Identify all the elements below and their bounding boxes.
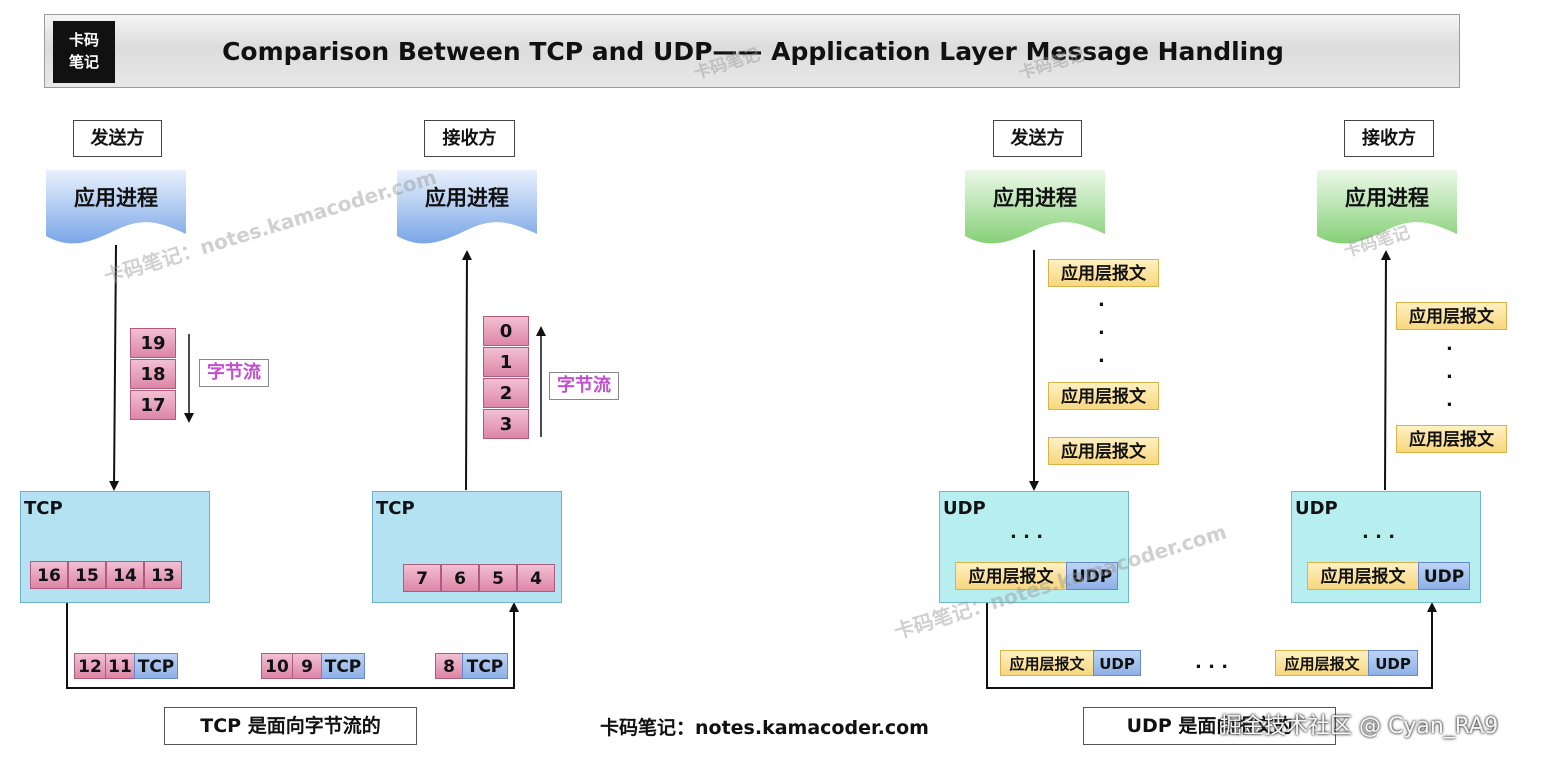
app-message: 应用层报文 bbox=[1275, 650, 1369, 676]
byte-cell: 3 bbox=[483, 409, 529, 439]
udp-receiver-box: UDP . . . 应用层报文 UDP bbox=[1291, 491, 1481, 603]
app-message: 应用层报文 bbox=[955, 562, 1067, 590]
byte-cell: 15 bbox=[68, 561, 106, 589]
ellipsis-dot: . bbox=[1098, 290, 1105, 311]
tcp-caption: TCP 是面向字节流的 bbox=[164, 707, 417, 745]
udp-sender-process: 应用进程 bbox=[965, 170, 1105, 250]
tcp-receiver-box: TCP 7 6 5 4 bbox=[372, 491, 562, 603]
udp-caption: UDP 是面向报文的 bbox=[1083, 707, 1336, 745]
byte-cell: 17 bbox=[130, 390, 176, 420]
udp-channel bbox=[986, 602, 1437, 689]
source-credit: 掘金技术社区 @ Cyan_RA9 bbox=[1220, 714, 1499, 739]
title-banner: Comparison Between TCP and UDP—— Applica… bbox=[44, 14, 1460, 88]
tcp-sender-box: TCP 16 15 14 13 bbox=[20, 491, 210, 603]
tcp-sender-process: 应用进程 bbox=[46, 170, 186, 250]
ellipsis-dot: . bbox=[1098, 318, 1105, 339]
ellipsis-dot: . bbox=[1446, 362, 1453, 383]
byte-cell: 10 bbox=[261, 653, 293, 679]
udp-sender-box: UDP . . . 应用层报文 UDP bbox=[939, 491, 1129, 603]
udp-box-label: UDP bbox=[943, 498, 986, 519]
udp-header-tag: UDP bbox=[1093, 650, 1141, 676]
tcp-header-tag: TCP bbox=[134, 653, 178, 679]
udp-receiver-process: 应用进程 bbox=[1317, 170, 1457, 250]
ellipsis-dot: . bbox=[1446, 334, 1453, 355]
tcp-receiver-label: 接收方 bbox=[424, 120, 515, 157]
box-ellipsis: . . . bbox=[1010, 522, 1044, 543]
app-message: 应用层报文 bbox=[1396, 425, 1507, 453]
byte-cell: 13 bbox=[144, 561, 182, 589]
app-message: 应用层报文 bbox=[1307, 562, 1419, 590]
process-label: 应用进程 bbox=[993, 186, 1077, 210]
byte-cell: 6 bbox=[441, 564, 479, 592]
stream-label: 字节流 bbox=[199, 359, 269, 387]
app-message: 应用层报文 bbox=[1048, 259, 1159, 287]
app-message: 应用层报文 bbox=[1048, 437, 1159, 465]
byte-cell: 19 bbox=[130, 328, 176, 358]
udp-header-tag: UDP bbox=[1066, 562, 1118, 590]
udp-box-label: UDP bbox=[1295, 498, 1338, 519]
tcp-channel bbox=[66, 602, 519, 689]
tcp-send-arrow bbox=[109, 244, 120, 491]
byte-cell: 7 bbox=[403, 564, 441, 592]
logo-line-1: 卡码 bbox=[68, 31, 99, 49]
process-label: 应用进程 bbox=[1345, 186, 1429, 210]
tcp-sender-label: 发送方 bbox=[73, 120, 162, 157]
process-label: 应用进程 bbox=[425, 186, 509, 210]
page-title: Comparison Between TCP and UDP—— Applica… bbox=[222, 37, 1284, 66]
byte-cell: 16 bbox=[30, 561, 68, 589]
udp-sender-label: 发送方 bbox=[993, 120, 1082, 157]
ellipsis-dot: . bbox=[1098, 346, 1105, 367]
datagram-ellipsis: . . . bbox=[1195, 652, 1229, 673]
process-label: 应用进程 bbox=[74, 186, 158, 210]
udp-receiver-label: 接收方 bbox=[1344, 120, 1434, 157]
logo-line-2: 笔记 bbox=[68, 53, 99, 71]
footer-text: 卡码笔记：notes.kamacoder.com bbox=[600, 717, 929, 739]
app-message: 应用层报文 bbox=[1396, 302, 1507, 330]
byte-cell: 11 bbox=[105, 653, 135, 679]
tcp-header-tag: TCP bbox=[321, 653, 365, 679]
byte-cell: 8 bbox=[435, 653, 463, 679]
udp-header-tag: UDP bbox=[1368, 650, 1418, 676]
byte-cell: 12 bbox=[74, 653, 106, 679]
brand-logo: 卡码 笔记 bbox=[53, 21, 115, 83]
ellipsis-dot: . bbox=[1446, 390, 1453, 411]
stream-label: 字节流 bbox=[549, 372, 619, 400]
app-message: 应用层报文 bbox=[1000, 650, 1094, 676]
byte-cell: 2 bbox=[483, 378, 529, 408]
tcp-box-label: TCP bbox=[24, 498, 63, 519]
udp-recv-arrow bbox=[1380, 250, 1391, 491]
byte-cell: 5 bbox=[479, 564, 517, 592]
app-message: 应用层报文 bbox=[1048, 382, 1159, 410]
tcp-recv-arrow bbox=[461, 250, 472, 491]
byte-cell: 0 bbox=[483, 316, 529, 346]
byte-cell: 18 bbox=[130, 359, 176, 389]
byte-cell: 14 bbox=[106, 561, 144, 589]
byte-cell: 1 bbox=[483, 347, 529, 377]
tcp-header-tag: TCP bbox=[462, 653, 508, 679]
box-ellipsis: . . . bbox=[1362, 522, 1396, 543]
byte-cell: 4 bbox=[517, 564, 555, 592]
byte-cell: 9 bbox=[292, 653, 322, 679]
udp-header-tag: UDP bbox=[1418, 562, 1470, 590]
tcp-receiver-process: 应用进程 bbox=[397, 170, 537, 250]
tcp-box-label: TCP bbox=[376, 498, 415, 519]
